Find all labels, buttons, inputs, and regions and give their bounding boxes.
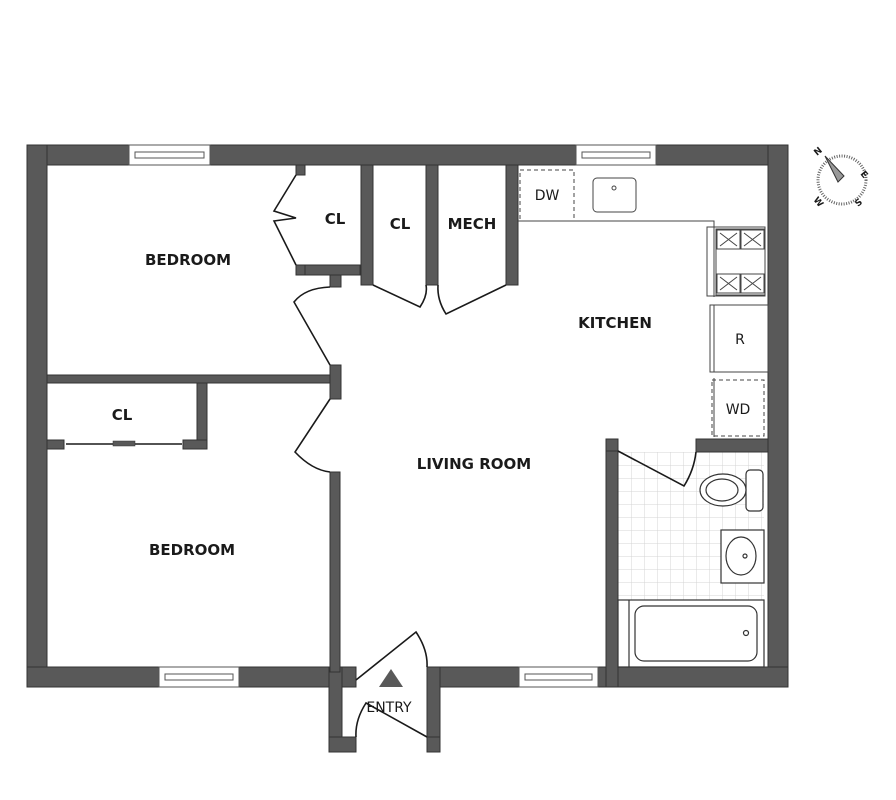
wall-entry-left-jamb xyxy=(328,736,357,753)
compass-n: N xyxy=(813,146,825,159)
wall-mech-right xyxy=(505,164,519,286)
entry-arrow-icon xyxy=(379,669,403,687)
label-kitchen: KITCHEN xyxy=(578,314,652,332)
door-entry-inner xyxy=(355,701,428,738)
wall-bottom-left xyxy=(26,666,160,688)
label-mech: MECH xyxy=(448,215,497,233)
toilet-tank xyxy=(745,469,764,512)
wall-bedroom-divider xyxy=(46,374,342,384)
bathroom-fixtures xyxy=(617,469,765,668)
compass-needle xyxy=(824,155,845,183)
bathtub xyxy=(634,605,758,662)
stove xyxy=(715,228,766,296)
door-mech xyxy=(437,284,507,316)
compass-s: S xyxy=(854,197,865,209)
door-entry-outer xyxy=(355,630,428,681)
refrigerator xyxy=(709,304,769,373)
door-closet1-bifold xyxy=(272,174,297,266)
windows xyxy=(128,144,657,688)
wall-closet1-bottom xyxy=(295,264,361,276)
door-bedroom-top xyxy=(293,286,331,366)
tub-drain xyxy=(742,629,750,637)
wall-closet1-jamb-top xyxy=(295,164,306,176)
wall-closet1-jamb-bottom xyxy=(295,264,306,276)
sink-drain xyxy=(611,185,617,191)
wall-closet3-jamb-right xyxy=(182,439,208,450)
washer-dryer xyxy=(711,379,765,437)
dishwasher xyxy=(519,169,575,222)
wall-bath-top xyxy=(695,438,769,453)
label-closet-bottom: CL xyxy=(112,406,133,424)
compass-e: E xyxy=(858,170,870,181)
door-closet3-sliding xyxy=(66,440,182,447)
kitchen-sink xyxy=(592,177,637,213)
door-closet2 xyxy=(372,284,428,309)
door-bedroom-bottom xyxy=(293,398,331,473)
wall-right xyxy=(767,144,789,688)
bath-sink xyxy=(725,536,757,576)
label-entry: ENTRY xyxy=(366,700,412,716)
stove-burners xyxy=(716,229,765,294)
wall-closet1-stub xyxy=(329,274,342,288)
wall-living-left-stub xyxy=(329,364,342,400)
doors xyxy=(272,174,697,738)
wall-bottom-mid xyxy=(426,666,520,688)
label-refrigerator: R xyxy=(735,332,745,348)
label-living-room: LIVING ROOM xyxy=(417,455,531,473)
compass-w: W xyxy=(811,196,825,210)
label-closet-top: CL xyxy=(325,210,346,228)
wall-closet2-left xyxy=(360,164,374,286)
label-washer-dryer: WD xyxy=(726,402,751,418)
wall-bath-left xyxy=(605,438,619,688)
wall-closet3-right xyxy=(196,382,208,450)
label-bedroom-bottom: BEDROOM xyxy=(149,541,235,559)
wall-closet2-right xyxy=(425,164,439,286)
kitchen-counter xyxy=(518,220,715,297)
window-kitchen xyxy=(575,144,657,166)
wall-bath-jamb-left xyxy=(605,438,619,452)
wall-left xyxy=(26,144,48,688)
window-living-room xyxy=(518,666,599,688)
kitchen-fixtures xyxy=(518,169,769,437)
wall-entry-right-jamb xyxy=(426,736,441,753)
window-bedroom-bottom xyxy=(158,666,240,688)
door-bathroom xyxy=(617,450,697,488)
wall-living-left-lower xyxy=(329,471,341,673)
wall-closet3-jamb-left xyxy=(46,439,65,450)
window-bedroom-top xyxy=(128,144,211,166)
label-bedroom-top: BEDROOM xyxy=(145,251,231,269)
wall-bottom-right xyxy=(597,666,789,688)
wall-top-middle xyxy=(209,144,577,166)
label-closet-middle: CL xyxy=(390,215,411,233)
label-dishwasher: DW xyxy=(535,188,560,204)
compass-icon: N E S W xyxy=(811,146,870,210)
